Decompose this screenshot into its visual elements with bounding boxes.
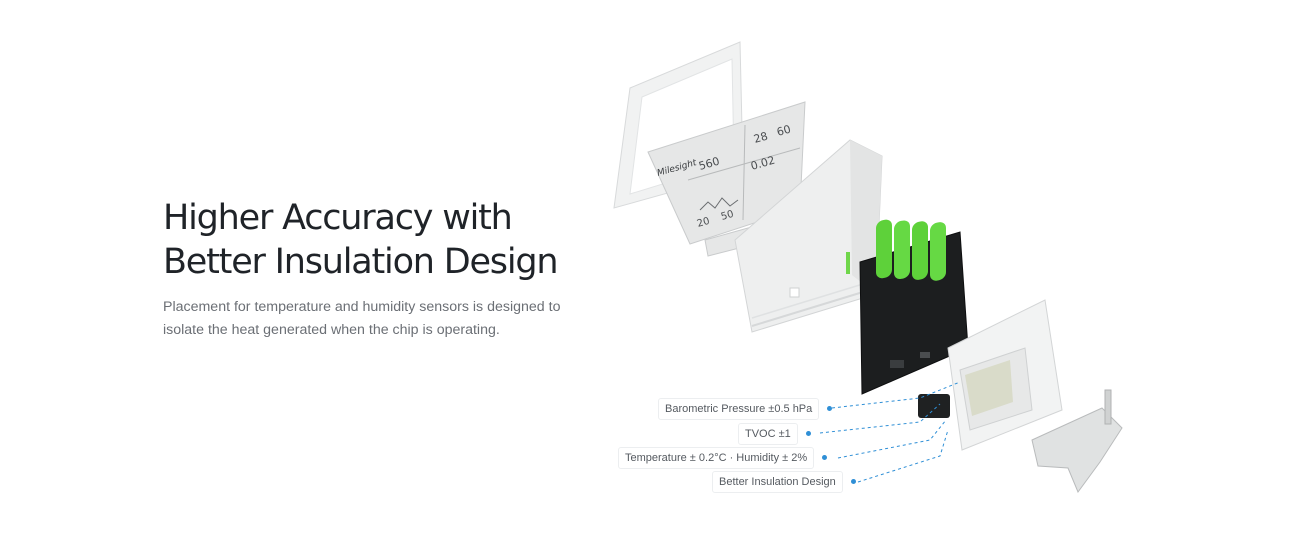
main-housing <box>734 139 883 333</box>
callout-leader-lines <box>819 381 961 483</box>
battery-4 <box>930 222 946 281</box>
pcb-board-with-batteries <box>859 219 969 395</box>
display-reading-humidity: 60 <box>775 123 792 139</box>
display-reading-pm10: 50 <box>720 209 735 223</box>
display-reading-temp: 28 <box>752 130 769 146</box>
callout-dot <box>805 431 811 436</box>
display-reading-tvoc: 0.02 <box>749 154 776 173</box>
callout-temperature-humidity: Temperature ± 0.2°C · Humidity ± 2% <box>618 447 828 469</box>
callout-label: Better Insulation Design <box>719 476 836 488</box>
callout-dot <box>827 406 833 411</box>
exploded-device-illustration: Milesight 560 28 60 0.02 20 50 <box>613 41 1123 494</box>
callout-dot <box>822 455 828 460</box>
battery-3 <box>912 221 928 280</box>
display-reading-co2: 560 <box>697 155 721 173</box>
back-plate-housing <box>918 299 1063 451</box>
sensor-component-black <box>918 394 950 418</box>
callout-label: TVOC ±1 <box>745 428 791 440</box>
callout-dot <box>850 479 856 484</box>
callout-label: Temperature ± 0.2°C · Humidity ± 2% <box>625 452 808 464</box>
section-heading: Higher Accuracy with Better Insulation D… <box>163 196 603 284</box>
description-line-2: isolate the heat generated when the chip… <box>163 322 500 338</box>
sensor-module <box>965 360 1013 416</box>
callout-insulation-design: Better Insulation Design <box>712 471 856 493</box>
heading-line-1: Higher Accuracy with <box>163 198 513 238</box>
status-led-strip <box>846 252 850 274</box>
callout-barometric-pressure: Barometric Pressure ±0.5 hPa <box>658 398 833 420</box>
heading-line-2: Better Insulation Design <box>163 242 559 282</box>
display-reading-pm: 20 <box>696 216 711 230</box>
e-ink-display-panel: Milesight 560 28 60 0.02 20 50 <box>647 101 806 257</box>
battery-1 <box>876 219 892 279</box>
battery-2 <box>894 220 910 280</box>
mounting-bracket <box>1031 389 1123 494</box>
section-description: Placement for temperature and humidity s… <box>163 296 613 342</box>
callout-label: Barometric Pressure ±0.5 hPa <box>665 403 813 415</box>
description-line-1: Placement for temperature and humidity s… <box>163 299 561 315</box>
callout-tvoc: TVOC ±1 <box>738 423 811 445</box>
